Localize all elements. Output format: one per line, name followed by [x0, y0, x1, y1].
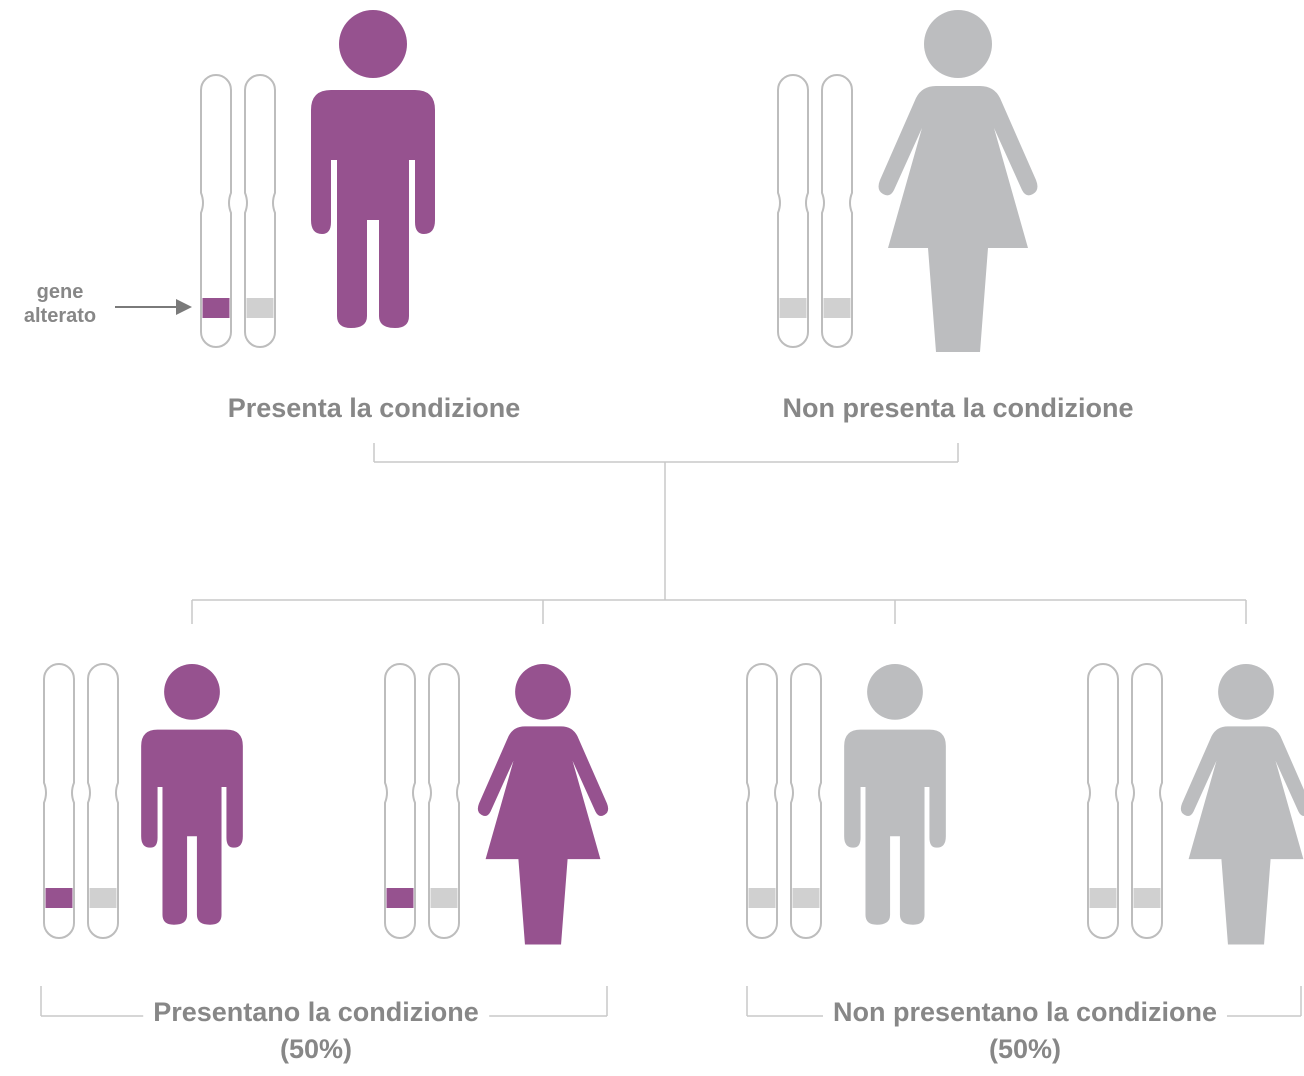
child-3	[746, 663, 946, 939]
child-2-female-figure-body	[477, 726, 609, 945]
parent-1-chromosome-2-gene-band	[246, 298, 274, 318]
child-2-female-figure	[477, 664, 609, 945]
parent-2-chromosome-2	[821, 74, 853, 348]
parent-1-chromosome-2	[244, 74, 276, 348]
child-3-male-figure-body	[844, 729, 946, 925]
child-3-chromosome-1	[746, 663, 778, 939]
child-1-chromosome-1	[43, 663, 75, 939]
group-unaffected-label: Non presentano la condizione	[822, 997, 1228, 1028]
child-1-male-figure-body	[141, 729, 243, 925]
parent-2	[777, 10, 1038, 352]
child-2	[384, 663, 609, 945]
child-2-chromosome-1-gene-band	[386, 888, 414, 908]
figures-layer	[43, 10, 1304, 945]
child-4	[1087, 663, 1304, 945]
child-1-chromosome-2	[87, 663, 119, 939]
child-3-male-figure	[844, 664, 946, 925]
parent-1-male-figure-head	[339, 10, 407, 78]
parent-unaffected-label: Non presenta la condizione	[782, 393, 1134, 423]
child-4-chromosome-2-gene-band	[1133, 888, 1161, 908]
parent-1-male-figure-body	[311, 90, 435, 328]
child-4-chromosome-1	[1087, 663, 1119, 939]
child-4-chromosome-1-gene-band	[1089, 888, 1117, 908]
child-1-male-figure	[141, 664, 243, 925]
child-1-male-figure-head	[164, 664, 220, 720]
group-affected-label: Presentano la condizione	[143, 997, 489, 1028]
child-4-female-figure-body	[1180, 726, 1304, 945]
parent-1-chromosome-1-gene-band	[202, 298, 230, 318]
child-2-female-figure-head	[515, 664, 571, 720]
child-2-chromosome-2	[428, 663, 460, 939]
child-3-chromosome-2-gene-band	[792, 888, 820, 908]
child-2-chromosome-1	[384, 663, 416, 939]
group-unaffected-percent: (50%)	[988, 1034, 1062, 1064]
child-2-chromosome-2-gene-band	[430, 888, 458, 908]
child-1-chromosome-2-gene-band	[89, 888, 117, 908]
parent-2-chromosome-2-gene-band	[823, 298, 851, 318]
child-3-chromosome-1-gene-band	[748, 888, 776, 908]
parent-1	[200, 10, 435, 348]
child-4-chromosome-2	[1131, 663, 1163, 939]
parent-2-chromosome-1-gene-band	[779, 298, 807, 318]
child-4-female-figure	[1180, 664, 1304, 945]
child-1	[43, 663, 243, 939]
annotation-line-2: alterato	[23, 305, 97, 327]
child-3-male-figure-head	[867, 664, 923, 720]
parent-2-chromosome-1	[777, 74, 809, 348]
child-1-chromosome-1-gene-band	[45, 888, 73, 908]
child-3-chromosome-2	[790, 663, 822, 939]
annotation-line-1: gene	[36, 281, 84, 303]
altered-gene-annotation: gene alterato	[0, 280, 120, 328]
parent-2-female-figure-head	[924, 10, 992, 78]
child-4-female-figure-head	[1218, 664, 1274, 720]
group-affected-percent: (50%)	[279, 1034, 353, 1064]
parent-affected-label: Presenta la condizione	[227, 393, 521, 423]
parent-1-male-figure	[311, 10, 435, 328]
parent-2-female-figure	[878, 10, 1038, 352]
annotation-arrow-head	[176, 299, 192, 315]
parent-2-female-figure-body	[878, 86, 1038, 352]
parent-1-chromosome-1	[200, 74, 232, 348]
